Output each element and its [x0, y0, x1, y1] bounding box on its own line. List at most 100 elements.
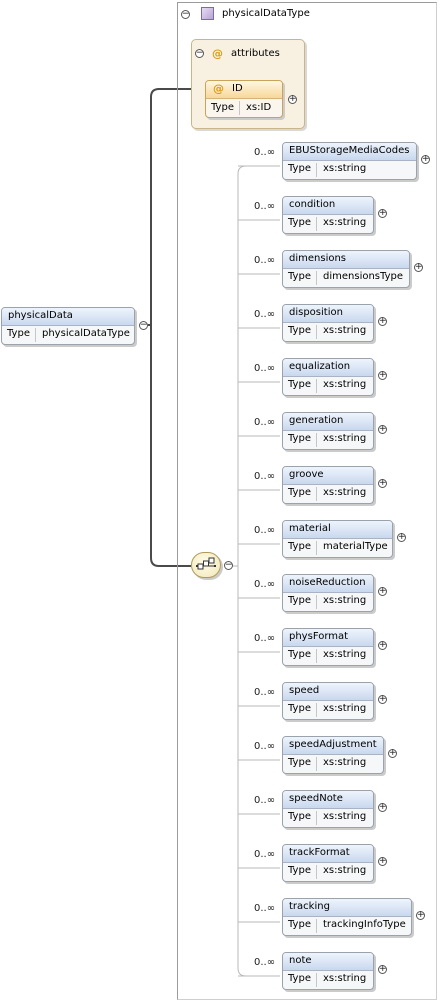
- type-value: materialType: [323, 541, 388, 552]
- expand-element-icon[interactable]: +: [416, 910, 425, 920]
- type-value: xs:string: [323, 433, 367, 444]
- expand-element-icon[interactable]: +: [421, 154, 430, 164]
- occurrence-label: 0..∞: [254, 471, 276, 482]
- element-name: speedAdjustment: [283, 737, 383, 755]
- collapse-sequence-icon[interactable]: −: [224, 560, 233, 570]
- element-name: noiseReduction: [283, 575, 373, 593]
- complex-type-icon: [201, 7, 214, 20]
- type-value: xs:ID: [246, 102, 272, 113]
- expand-element-icon[interactable]: +: [378, 586, 387, 596]
- element-name: physFormat: [283, 629, 373, 647]
- type-value: xs:string: [323, 757, 367, 768]
- type-value: xs:string: [323, 703, 367, 714]
- root-element-physicalData[interactable]: physicalData Type physicalDataType: [1, 307, 135, 345]
- collapse-attributes-icon[interactable]: −: [195, 48, 204, 58]
- complex-type-container: [177, 2, 437, 1000]
- occurrence-label: 0..∞: [254, 957, 276, 968]
- type-key: Type: [211, 102, 234, 113]
- occurrence-label: 0..∞: [254, 525, 276, 536]
- element-name: dimensions: [283, 251, 409, 269]
- attribute-name: ID: [232, 83, 243, 94]
- type-value: xs:string: [323, 487, 367, 498]
- expand-element-icon[interactable]: +: [378, 316, 387, 326]
- type-value: xs:string: [323, 325, 367, 336]
- type-value: xs:string: [323, 163, 367, 174]
- type-key: Type: [288, 163, 311, 174]
- element-name: disposition: [283, 305, 373, 323]
- occurrence-label: 0..∞: [254, 687, 276, 698]
- expand-element-icon[interactable]: +: [378, 424, 387, 434]
- expand-element-icon[interactable]: +: [378, 208, 387, 218]
- collapse-root-icon[interactable]: −: [139, 320, 148, 330]
- type-value: dimensionsType: [323, 271, 403, 282]
- expand-element-icon[interactable]: +: [378, 802, 387, 812]
- attribute-ID[interactable]: @ ID Type xs:ID: [205, 80, 283, 118]
- type-key: Type: [288, 919, 311, 930]
- type-value: xs:string: [323, 865, 367, 876]
- element-name: note: [283, 953, 373, 971]
- occurrence-label: 0..∞: [254, 309, 276, 320]
- type-key: Type: [288, 217, 311, 228]
- type-key: Type: [288, 541, 311, 552]
- occurrence-label: 0..∞: [254, 201, 276, 212]
- sequence-icon: [196, 557, 216, 570]
- type-key: Type: [288, 271, 311, 282]
- occurrence-label: 0..∞: [254, 741, 276, 752]
- expand-element-icon[interactable]: +: [378, 694, 387, 704]
- occurrence-label: 0..∞: [254, 363, 276, 374]
- attributes-label: attributes: [231, 48, 280, 59]
- type-value: physicalDataType: [42, 328, 130, 339]
- collapse-type-icon[interactable]: −: [181, 9, 190, 19]
- occurrence-label: 0..∞: [254, 633, 276, 644]
- type-value: xs:string: [323, 217, 367, 228]
- type-value: xs:string: [323, 379, 367, 390]
- occurrence-label: 0..∞: [254, 255, 276, 266]
- expand-element-icon[interactable]: +: [397, 532, 406, 542]
- element-name: equalization: [283, 359, 373, 377]
- complex-type-name: physicalDataType: [222, 8, 310, 19]
- element-name: trackFormat: [283, 845, 373, 863]
- sequence-compositor-icon[interactable]: [191, 552, 221, 578]
- expand-element-icon[interactable]: +: [378, 640, 387, 650]
- type-value: xs:string: [323, 649, 367, 660]
- expand-element-icon[interactable]: +: [378, 964, 387, 974]
- element-name: material: [283, 521, 392, 539]
- expand-element-icon[interactable]: +: [378, 856, 387, 866]
- element-name: groove: [283, 467, 373, 485]
- type-key: Type: [288, 325, 311, 336]
- type-key: Type: [288, 649, 311, 660]
- element-name: EBUStorageMediaCodes: [283, 143, 416, 161]
- type-value: xs:string: [323, 973, 367, 984]
- type-key: Type: [288, 379, 311, 390]
- type-value: trackingInfoType: [323, 919, 406, 930]
- expand-element-icon[interactable]: +: [378, 370, 387, 380]
- expand-element-icon[interactable]: +: [388, 748, 397, 758]
- occurrence-label: 0..∞: [254, 849, 276, 860]
- element-name: speedNote: [283, 791, 373, 809]
- occurrence-label: 0..∞: [254, 795, 276, 806]
- type-value: xs:string: [323, 595, 367, 606]
- attribute-at-icon: @: [213, 82, 224, 95]
- expand-element-icon[interactable]: +: [378, 478, 387, 488]
- occurrence-label: 0..∞: [254, 147, 276, 158]
- type-key: Type: [288, 811, 311, 822]
- element-name: generation: [283, 413, 373, 431]
- expand-element-icon[interactable]: +: [414, 262, 423, 272]
- expand-attribute-icon[interactable]: +: [288, 94, 297, 104]
